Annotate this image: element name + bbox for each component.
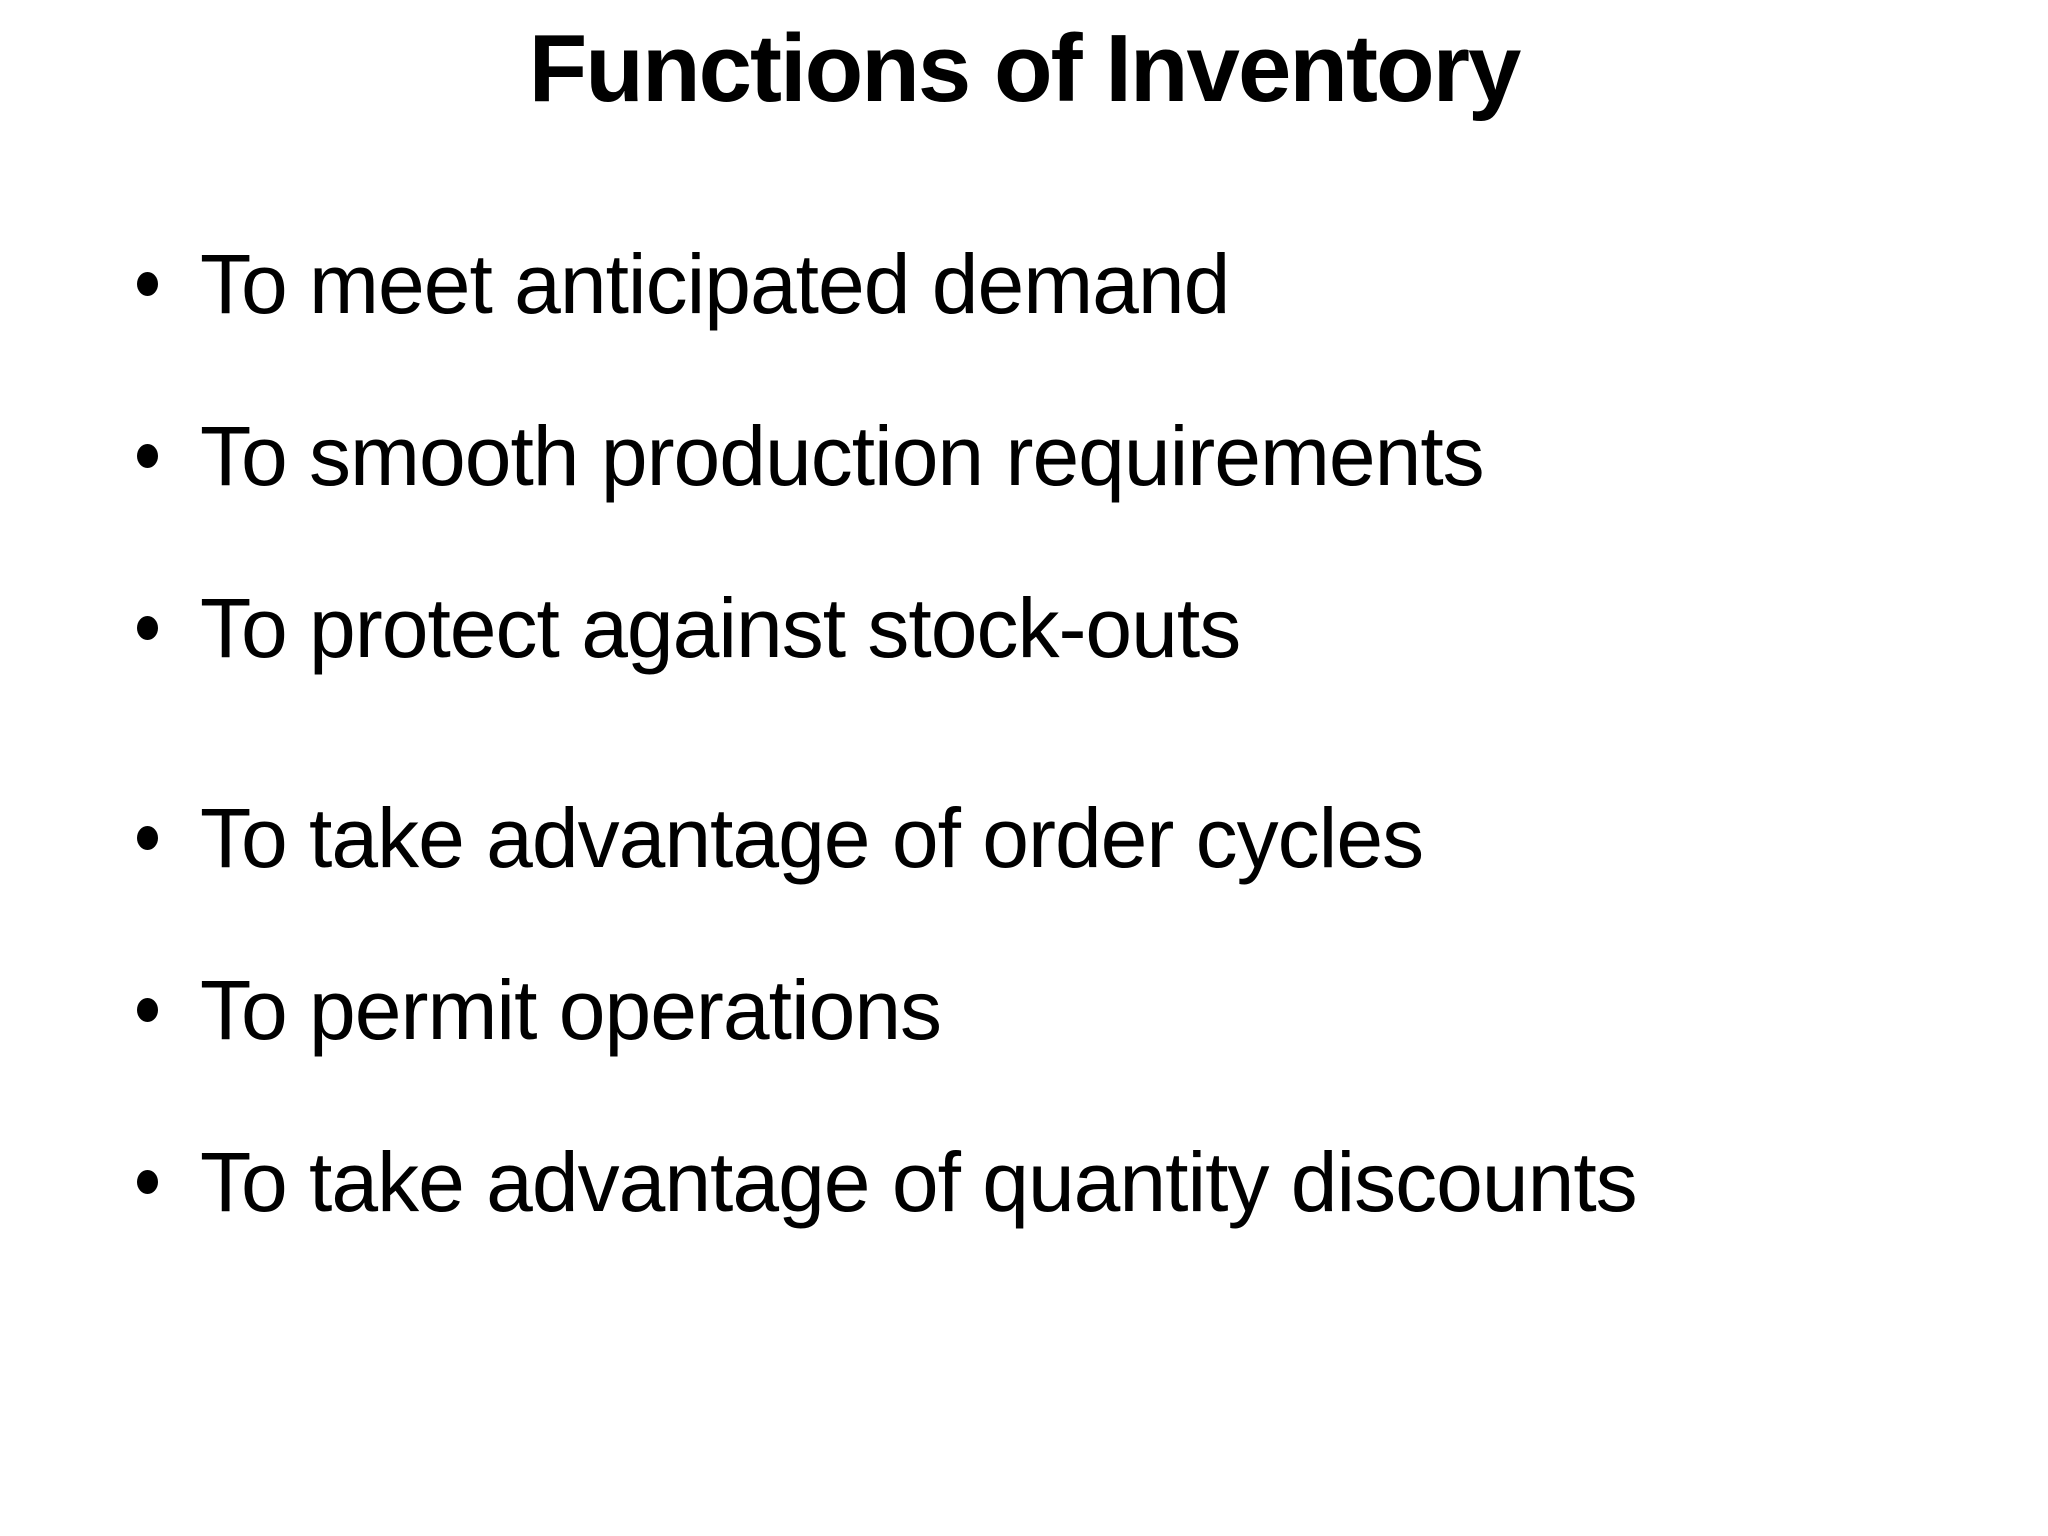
list-item: To smooth production requirements — [137, 370, 1637, 542]
bullet-text: To meet anticipated demand — [200, 237, 1230, 331]
list-item: To take advantage of order cycles — [137, 752, 1637, 924]
list-item: To take advantage of quantity discounts — [137, 1096, 1638, 1268]
bullet-icon — [137, 1170, 158, 1194]
bullet-icon — [137, 616, 158, 640]
list-item: To permit operations — [137, 924, 1637, 1096]
bullet-icon — [137, 998, 158, 1022]
bullet-icon — [137, 272, 158, 296]
bullet-text: To protect against stock-outs — [200, 581, 1241, 675]
bullet-list: To meet anticipated demand To smooth pro… — [137, 198, 1638, 1268]
slide-title: Functions of Inventory — [528, 15, 1522, 122]
bullet-text: To smooth production requirements — [200, 409, 1485, 503]
bullet-icon — [137, 444, 158, 468]
bullet-text: To take advantage of order cycles — [200, 791, 1424, 885]
bullet-text: To take advantage of quantity discounts — [200, 1135, 1638, 1229]
bullet-text: To permit operations — [200, 963, 942, 1057]
bullet-icon — [137, 826, 158, 850]
list-item: To protect against stock-outs — [137, 542, 1637, 714]
list-item: To meet anticipated demand — [137, 198, 1637, 370]
